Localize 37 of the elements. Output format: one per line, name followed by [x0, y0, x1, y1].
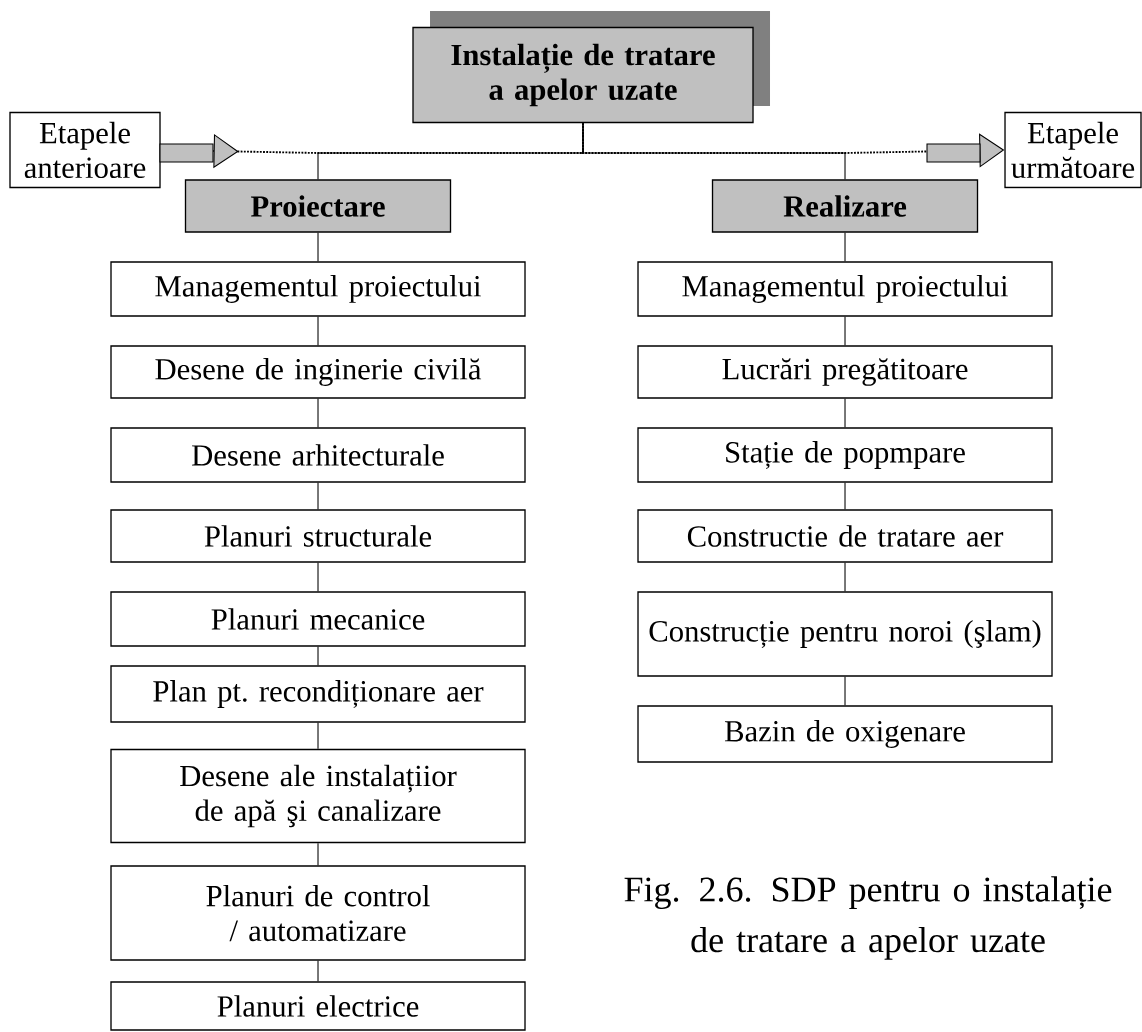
connector-line [844, 676, 846, 706]
task-box: Managementul proiectului [637, 261, 1053, 317]
connector-line [317, 232, 319, 262]
connector-line [317, 482, 319, 510]
stage-box: Etapele anterioare [9, 111, 161, 189]
phase-box: Proiectare [184, 179, 452, 233]
connector-line [844, 562, 846, 592]
connector-line [317, 722, 319, 750]
task-box: Planuri mecanice [110, 591, 526, 647]
connector-line [317, 960, 319, 982]
stage-box: Etapele următoare [1004, 111, 1142, 189]
connector-line [317, 842, 319, 866]
connector-line [317, 316, 319, 346]
task-box: Plan pt. recondiționare aer [110, 665, 526, 723]
task-box: Stație de popmpare [637, 427, 1053, 483]
connector-line [844, 232, 846, 262]
connector-line [582, 122, 846, 180]
title-box: Instalație de tratare a apelor uzate [412, 11, 770, 124]
connector-line [844, 316, 846, 346]
task-box: Desene arhitecturale [110, 427, 526, 483]
task-box: Desene de inginerie civilă [110, 345, 526, 399]
task-box: Desene ale instalațiior de apă şi canalizare [110, 748, 526, 844]
task-box: Planuri de control / automatizare [110, 865, 526, 961]
connector-line [317, 562, 319, 592]
task-box: Managementul proiectului [110, 261, 526, 317]
connector-line [844, 398, 846, 428]
task-box: Planuri electrice [110, 981, 526, 1031]
connector-line [844, 482, 846, 510]
connector-line [317, 646, 319, 666]
task-box: Planuri structurale [110, 509, 526, 563]
connector-line [317, 398, 319, 428]
task-box: Bazin de oxigenare [637, 705, 1053, 763]
phase-box: Realizare [711, 179, 979, 233]
task-box: Lucrări pregătitoare [637, 345, 1053, 399]
figure-caption: Fig. 2.6. SDP pentru o instalație de tratare a apelor uzate [624, 876, 1112, 960]
task-box: Constructie de tratare aer [637, 509, 1053, 563]
task-box: Construcție pentru noroi (şlam) [637, 591, 1053, 677]
